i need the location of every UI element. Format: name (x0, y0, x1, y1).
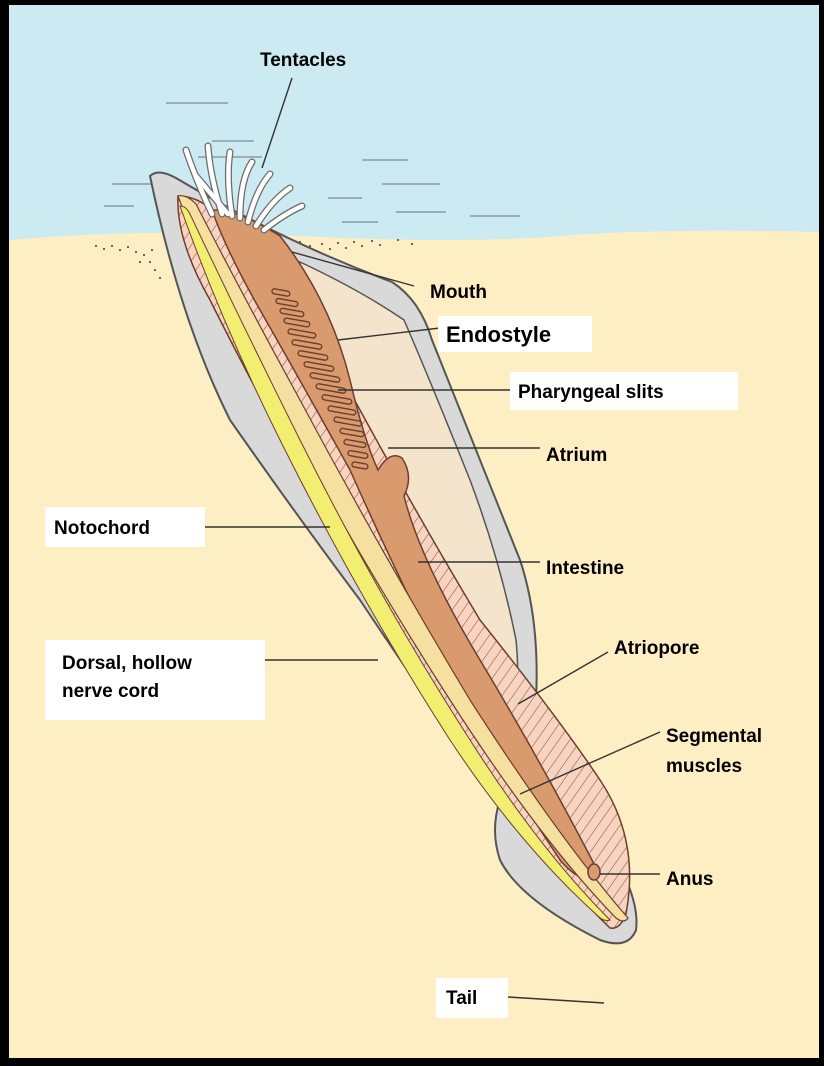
label-atrium: Atrium (546, 445, 607, 466)
label-nerve-cord-2: nerve cord (62, 681, 159, 702)
label-intestine: Intestine (546, 558, 624, 579)
label-tail: Tail (446, 988, 477, 1009)
label-tentacles: Tentacles (260, 50, 346, 71)
label-notochord: Notochord (54, 518, 150, 539)
nerve-cord-box (45, 640, 265, 720)
label-mouth: Mouth (430, 282, 487, 303)
label-pharyngeal-slits: Pharyngeal slits (518, 382, 664, 403)
label-nerve-cord-1: Dorsal, hollow (62, 653, 192, 674)
label-anus: Anus (666, 869, 714, 890)
label-segmental-2: muscles (666, 756, 742, 777)
label-segmental-1: Segmental (666, 726, 762, 747)
anus-opening (588, 864, 600, 880)
water (9, 5, 819, 250)
label-atriopore: Atriopore (614, 638, 700, 659)
label-endostyle: Endostyle (446, 322, 551, 347)
